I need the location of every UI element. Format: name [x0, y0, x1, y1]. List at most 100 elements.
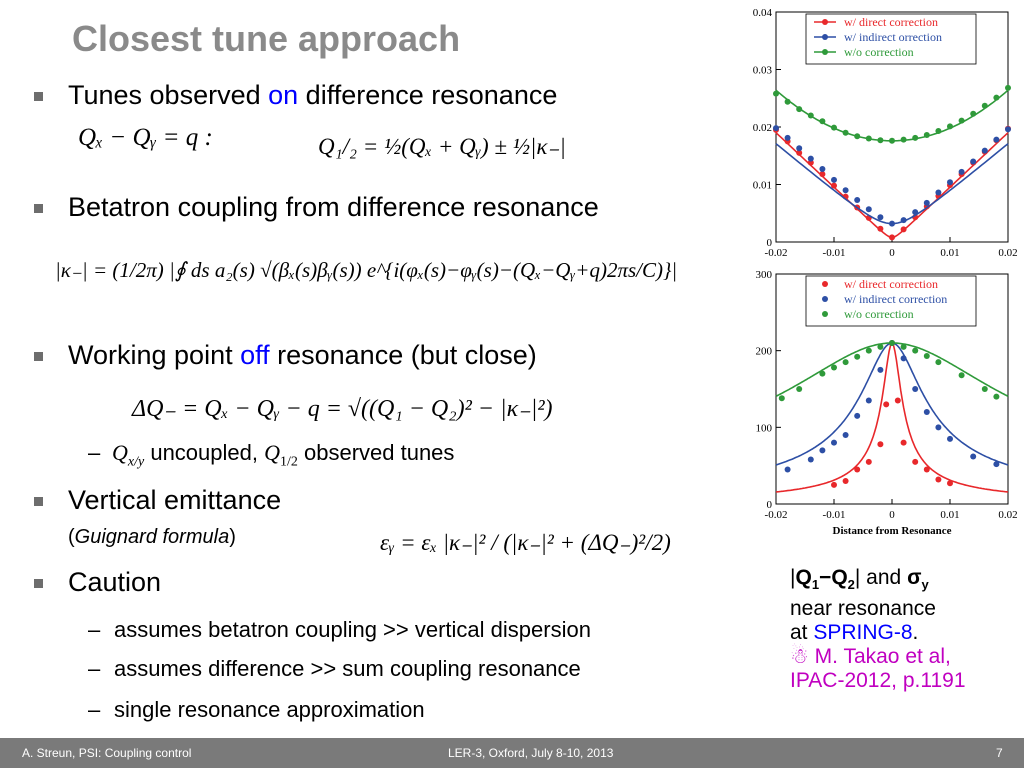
- data-point: [935, 189, 942, 196]
- data-point: [831, 124, 837, 131]
- data-point: [981, 386, 988, 392]
- guignard-note: (Guignard formula): [68, 526, 236, 549]
- data-point: [912, 134, 919, 141]
- q2-sub: 2: [847, 577, 855, 593]
- data-point: [819, 171, 826, 178]
- q-symbol: Q: [264, 440, 280, 465]
- x-tick-label: -0.01: [823, 509, 846, 521]
- data-point: [842, 187, 849, 194]
- legend-marker: [822, 311, 828, 317]
- sub-dash: –: [88, 440, 101, 465]
- caption-text: .: [912, 621, 919, 645]
- data-point: [894, 397, 901, 404]
- x-tick-label: -0.02: [765, 247, 788, 259]
- sigma-sub: y: [921, 577, 929, 593]
- data-point: [912, 386, 919, 392]
- equation-delta-q: ΔQ₋ = Qₓ − Qᵧ − q = √((Q₁ − Q₂)² − |κ₋|²…: [132, 396, 553, 422]
- highlight-off: off: [240, 340, 270, 370]
- q1-symbol: Q: [795, 566, 812, 589]
- data-point: [935, 359, 942, 366]
- data-point: [889, 220, 895, 227]
- data-point: [993, 136, 1000, 143]
- sub-dash: –: [88, 656, 101, 681]
- bullet-marker: [34, 579, 43, 588]
- data-point: [784, 134, 791, 141]
- reference-line-2: IPAC-2012, p.1191: [790, 669, 966, 693]
- bullet-caution: Caution: [68, 567, 162, 597]
- data-point: [993, 393, 1000, 400]
- equation-guignard: εᵧ = εₓ |κ₋|² / (|κ₋|² + (ΔQ₋)²/2): [380, 530, 671, 555]
- equation-coupling-coefficient: |κ₋| = (1/2π) |∮ ds a₂(s) √(βₓ(s)βᵧ(s)) …: [55, 258, 678, 282]
- y-tick-label: 200: [756, 346, 773, 358]
- bullet-working-point: Working point off resonance (but close): [68, 340, 537, 371]
- data-point: [935, 128, 942, 135]
- data-point: [970, 453, 977, 460]
- footer-author: A. Streun, PSI: Coupling control: [22, 746, 192, 760]
- data-point: [842, 432, 849, 438]
- data-point: [877, 137, 884, 144]
- data-point: [923, 409, 930, 415]
- reference-line-1: ☃ M. Takao et al,: [790, 645, 951, 669]
- bullet-marker: [34, 204, 43, 213]
- data-point: [819, 447, 826, 454]
- q-symbol: Q: [112, 440, 128, 465]
- data-point: [865, 135, 872, 142]
- data-point: [993, 461, 1000, 468]
- data-point: [981, 147, 988, 154]
- equation-observed-tunes: Q₁/₂ = ½(Qₓ + Qᵧ) ± ½|κ₋|: [318, 134, 566, 159]
- legend-marker: [822, 49, 828, 55]
- data-point: [807, 112, 814, 119]
- caution-item: single resonance approximation: [114, 697, 425, 722]
- data-point: [773, 90, 779, 97]
- sub-text: observed tunes: [297, 440, 455, 465]
- slide-title: Closest tune approach: [72, 18, 461, 59]
- guignard-formula-label: Guignard formula: [74, 526, 230, 548]
- data-point: [877, 214, 884, 221]
- data-point: [958, 168, 965, 175]
- data-point: [889, 137, 895, 144]
- x-tick-label: -0.01: [823, 247, 846, 259]
- data-point: [947, 435, 953, 442]
- bullet-betatron-coupling: Betatron coupling from difference resona…: [68, 192, 599, 222]
- caution-item: assumes betatron coupling >> vertical di…: [114, 617, 591, 642]
- legend-label: w/o correction: [844, 45, 914, 59]
- data-point: [947, 123, 953, 130]
- legend-box: [805, 275, 977, 327]
- bullet-marker: [34, 92, 43, 101]
- data-point: [912, 209, 919, 216]
- caption-text: | and: [854, 566, 908, 589]
- bullet-text: Working point: [68, 340, 241, 370]
- equation-resonance-condition: Qₓ − Qᵧ = q :: [78, 124, 213, 151]
- data-point: [1005, 126, 1011, 133]
- legend-marker: [822, 296, 828, 302]
- data-point: [900, 343, 907, 350]
- y-tick-label: 0.04: [753, 7, 773, 19]
- data-point: [923, 466, 930, 473]
- data-point: [923, 132, 930, 139]
- sub-dash: –: [88, 617, 101, 642]
- data-point: [842, 129, 849, 136]
- y-tick-label: 100: [756, 422, 773, 434]
- paren: ): [229, 526, 236, 548]
- data-point: [923, 353, 930, 360]
- bullet-text: difference resonance: [298, 80, 558, 110]
- x-axis-label: Distance from Resonance: [833, 525, 952, 537]
- data-point: [889, 340, 895, 346]
- data-point: [854, 197, 861, 204]
- data-point: [900, 136, 907, 143]
- paren: (: [68, 526, 75, 548]
- x-tick-label: 0.01: [940, 247, 959, 259]
- data-point: [970, 158, 977, 165]
- data-point: [923, 199, 930, 206]
- data-point: [819, 165, 826, 172]
- figure-caption: |Q1−Q2| and σy near resonance at SPRING-…: [790, 566, 966, 693]
- legend-label: w/ direct correction: [844, 15, 938, 29]
- caption-text: at: [790, 621, 814, 645]
- data-point: [854, 133, 861, 140]
- data-point: [865, 397, 872, 404]
- data-point: [784, 98, 791, 105]
- legend-label: w/o correction: [844, 307, 914, 321]
- x-tick-label: 0: [889, 247, 895, 259]
- data-point: [877, 366, 884, 373]
